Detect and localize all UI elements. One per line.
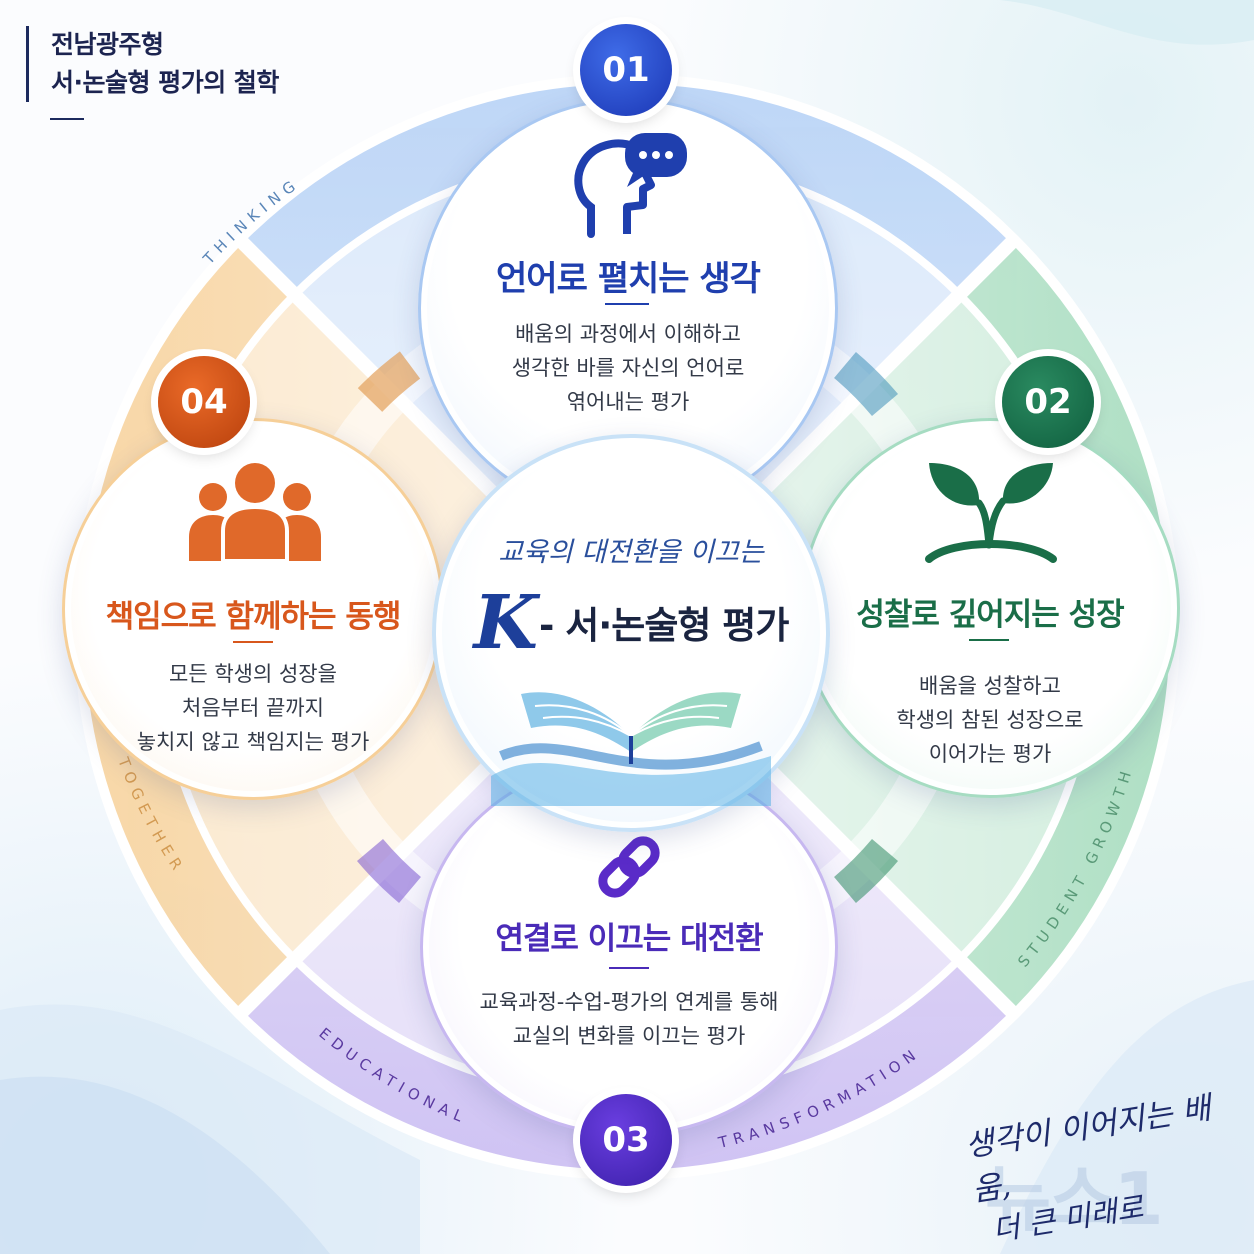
item-desc-line: 모든 학생의 성장을 xyxy=(169,662,337,686)
item-title-01: 언어로 펼치는 생각 xyxy=(496,259,761,299)
item-desc-01: 배움의 과정에서 이해하고 생각한 바를 자신의 언어로 엮어내는 평가 xyxy=(421,317,835,419)
center-emblem: 교육의 대전환을 이끄는 K- 서·논술형 평가 xyxy=(432,434,830,832)
item-card-02: 성찰로 깊어지는 성장 배움을 성찰하고 학생의 참된 성장으로 이어가는 평가 xyxy=(800,418,1180,798)
item-desc-02: 배움을 성찰하고 학생의 참된 성장으로 이어가는 평가 xyxy=(803,669,1177,771)
item-desc-line: 놓치지 않고 책임지는 평가 xyxy=(136,730,370,754)
badge-03: 03 xyxy=(580,1094,672,1186)
chain-link-icon xyxy=(598,836,660,898)
item-title-03: 연결로 이끄는 대전환 xyxy=(495,921,763,957)
item-title-04: 책임으로 함께하는 동행 xyxy=(105,599,402,635)
item-card-04: 책임으로 함께하는 동행 모든 학생의 성장을 처음부터 끝까지 놓치지 않고 … xyxy=(62,418,444,800)
item-title-02: 성찰로 깊어지는 성장 xyxy=(856,597,1124,633)
open-book-icon xyxy=(491,692,771,806)
item-divider-02 xyxy=(969,639,1009,641)
sprout-icon xyxy=(925,463,1057,563)
item-desc-03: 교육과정-수업-평가의 연계를 통해 교실의 변화를 이끄는 평가 xyxy=(423,985,835,1053)
title-underline xyxy=(50,118,84,120)
badge-01: 01 xyxy=(580,24,672,116)
item-desc-line: 이어가는 평가 xyxy=(928,742,1052,766)
center-title-text: - 서·논술형 평가 xyxy=(538,604,789,647)
title-line-1: 전남광주형 xyxy=(51,30,164,59)
item-desc-line: 배움의 과정에서 이해하고 xyxy=(515,322,741,346)
badge-02: 02 xyxy=(1002,356,1094,448)
item-divider-01 xyxy=(605,303,649,305)
center-k-letter: K xyxy=(473,580,538,666)
item-desc-line: 엮어내는 평가 xyxy=(566,390,690,414)
badge-04: 04 xyxy=(158,356,250,448)
item-divider-04 xyxy=(233,641,273,643)
item-desc-line: 교육과정-수업-평가의 연계를 통해 xyxy=(479,990,779,1014)
item-desc-line: 생각한 바를 자신의 언어로 xyxy=(511,356,745,380)
center-slogan: 교육의 대전환을 이끄는 xyxy=(498,537,764,568)
news-watermark: 뉴스1 xyxy=(985,1157,1164,1241)
item-desc-line: 처음부터 끝까지 xyxy=(182,696,324,720)
item-desc-line: 교실의 변화를 이끄는 평가 xyxy=(512,1024,746,1048)
people-group-icon xyxy=(189,463,321,563)
page-title: 전남광주형 서·논술형 평가의 철학 xyxy=(26,26,279,102)
item-desc-line: 학생의 참된 성장으로 xyxy=(896,708,1084,732)
item-desc-04: 모든 학생의 성장을 처음부터 끝까지 놓치지 않고 책임지는 평가 xyxy=(65,657,441,759)
head-speech-bubble-icon xyxy=(574,133,687,238)
item-desc-line: 배움을 성찰하고 xyxy=(919,674,1061,698)
title-line-2: 서·논술형 평가의 철학 xyxy=(51,68,279,97)
center-title: K- 서·논술형 평가 xyxy=(436,580,826,666)
item-divider-03 xyxy=(609,967,649,969)
